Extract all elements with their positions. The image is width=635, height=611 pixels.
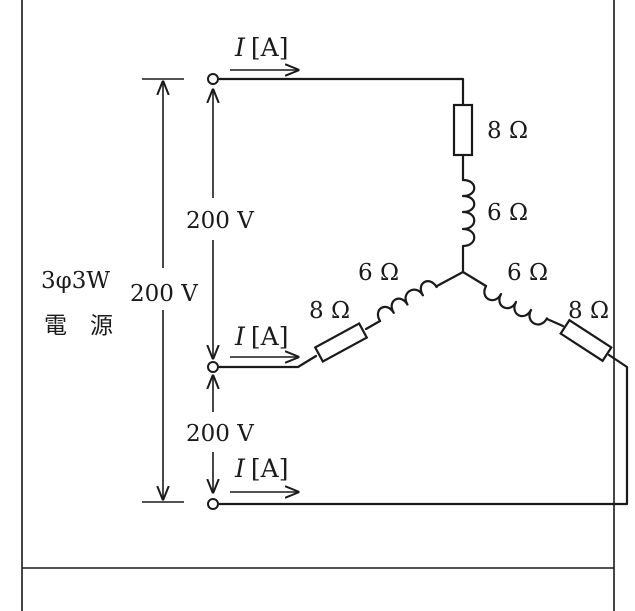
top-inductor — [461, 178, 476, 248]
terminal-middle — [207, 361, 219, 373]
top-reactance-label: 6 Ω — [487, 200, 528, 226]
terminal-bottom — [207, 498, 219, 510]
left-resistance-label: 8 Ω — [309, 298, 350, 324]
top-line-wire — [217, 77, 465, 274]
source-name-char-2: 源 — [90, 313, 113, 339]
total-voltage-dimension — [142, 78, 184, 503]
source-type-label: 3φ3W — [41, 268, 110, 294]
right-inductor — [483, 284, 549, 326]
current-label-top: I[A] — [234, 33, 288, 62]
top-resistor — [452, 103, 474, 157]
right-resistance-label: 8 Ω — [568, 298, 609, 324]
left-resistor — [313, 322, 369, 363]
current-label-middle: I[A] — [234, 322, 288, 351]
left-reactance-label: 6 Ω — [358, 260, 399, 286]
top-resistance-label: 8 Ω — [487, 118, 528, 144]
left-branch-wire — [217, 270, 465, 369]
right-branch-wire — [217, 270, 629, 506]
terminal-top — [207, 73, 219, 85]
current-label-bottom: I[A] — [234, 454, 288, 483]
upper-voltage-label: 200 V — [186, 208, 254, 234]
lower-voltage-label: 200 V — [186, 421, 254, 447]
right-resistor — [559, 318, 613, 363]
total-voltage-label: 200 V — [130, 281, 198, 307]
source-name-char-1: 電 — [44, 313, 67, 339]
left-inductor — [376, 280, 438, 323]
right-reactance-label: 6 Ω — [507, 260, 548, 286]
